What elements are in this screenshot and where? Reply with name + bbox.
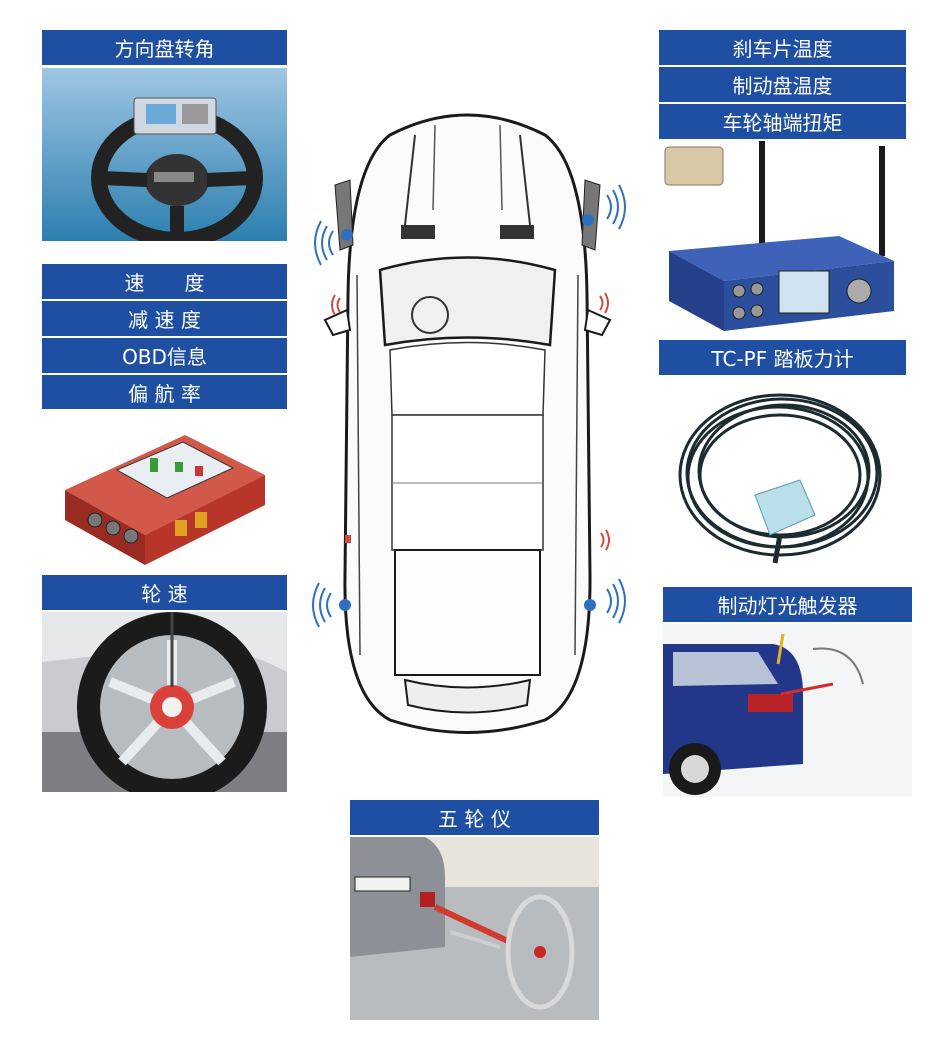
telemetry-unit-photo [659, 141, 906, 336]
label-brake-light-trigger: 制动灯光触发器 [663, 587, 912, 624]
label-brake-pad-temp: 刹车片温度 [659, 30, 906, 67]
label-obd-info: OBD信息 [42, 338, 287, 375]
label-wheel-speed: 轮 速 [42, 575, 287, 612]
pedal-force-sensor-photo [670, 385, 895, 570]
label-brake-disc-temp: 制动盘温度 [659, 67, 906, 104]
label-yaw-rate: 偏 航 率 [42, 375, 287, 411]
label-axle-torque: 车轮轴端扭矩 [659, 104, 906, 141]
label-speed: 速 度 [42, 264, 287, 301]
brake-light-trigger-photo [663, 624, 912, 797]
label-pedal-force-meter: TC-PF 踏板力计 [659, 340, 906, 377]
vehicle-top-view [295, 95, 640, 745]
label-steering-angle: 方向盘转角 [42, 30, 287, 67]
label-deceleration: 减 速 度 [42, 301, 287, 338]
fifth-wheel-photo [350, 837, 599, 1020]
label-fifth-wheel: 五 轮 仪 [350, 800, 599, 837]
wheel-speed-sensor-photo [42, 612, 287, 792]
steering-wheel-photo [42, 68, 287, 241]
data-logger-photo [55, 420, 270, 570]
